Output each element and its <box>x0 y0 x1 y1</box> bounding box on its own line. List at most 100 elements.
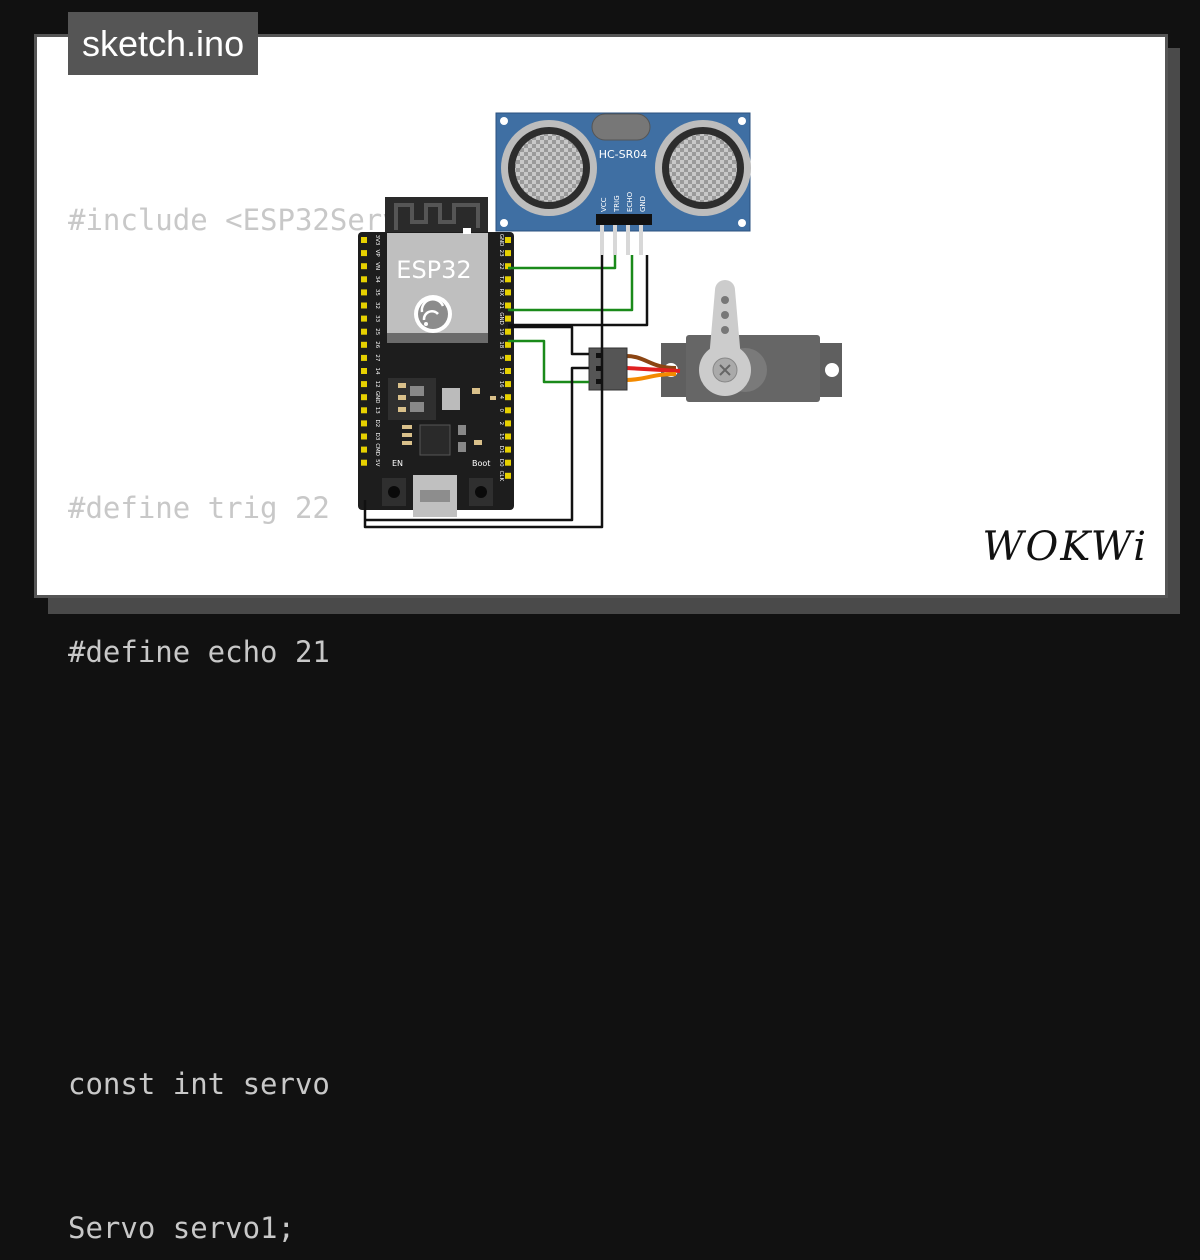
pin-label: D3 <box>374 433 380 441</box>
pin-label: 18 <box>498 341 504 348</box>
code-line <box>68 772 470 820</box>
header-pin[interactable] <box>505 289 511 296</box>
pin-label: GND <box>498 234 504 247</box>
header-pin[interactable] <box>505 341 511 348</box>
pin-label: 3V3 <box>374 235 380 246</box>
header-pin[interactable] <box>361 420 367 427</box>
header-pin[interactable] <box>505 433 511 440</box>
header-pin[interactable] <box>505 263 511 270</box>
wire-echo <box>508 255 634 312</box>
pin-label: 26 <box>374 341 380 348</box>
header-pin[interactable] <box>361 341 367 348</box>
header-pin[interactable] <box>361 250 367 257</box>
pin-label: 25 <box>374 328 380 335</box>
header-pin[interactable] <box>361 289 367 296</box>
pin-label: 13 <box>374 407 380 414</box>
header-pin[interactable] <box>505 315 511 322</box>
pin-label: 14 <box>374 368 380 375</box>
code-line: const int servo <box>68 1067 330 1101</box>
pin-label: D1 <box>498 446 504 454</box>
sensor-pin-label: ECHO <box>626 191 634 212</box>
esp32-label: ESP32 <box>396 256 471 284</box>
header-pin[interactable] <box>505 459 511 466</box>
pin-header-right <box>505 237 511 479</box>
sensor-label: HC-SR04 <box>599 148 648 161</box>
header-pin[interactable] <box>505 328 511 335</box>
header-pin[interactable] <box>505 394 511 401</box>
pin-label: 5V <box>374 459 380 466</box>
pin-label: TX <box>498 275 504 283</box>
header-pin[interactable] <box>505 237 511 243</box>
code-line: Servo servo1; <box>68 1211 295 1245</box>
header-pin[interactable] <box>505 276 511 283</box>
en-button[interactable] <box>382 478 406 506</box>
ultrasonic-transducer-right <box>655 120 751 216</box>
header-pin[interactable] <box>361 394 367 401</box>
header-pin[interactable] <box>505 472 511 479</box>
pin-label: 33 <box>374 315 380 322</box>
pin-label: 15 <box>498 433 504 440</box>
pin-header-left <box>361 237 367 466</box>
wire-sensor-gnd <box>508 255 649 327</box>
servo-motor[interactable] <box>661 280 842 402</box>
header-pin[interactable] <box>361 354 367 361</box>
pin-label: D0 <box>498 459 504 467</box>
header-pin[interactable] <box>361 302 367 309</box>
header-pin[interactable] <box>361 407 367 414</box>
pin-label: 27 <box>374 354 380 361</box>
header-pin[interactable] <box>505 302 511 309</box>
header-pin[interactable] <box>505 407 511 414</box>
pin-label: GND <box>374 391 380 404</box>
espressif-logo-icon <box>414 295 452 333</box>
pin-label: CMD <box>374 443 380 456</box>
wire-sensor-vcc <box>363 255 604 529</box>
usb-port <box>413 475 457 517</box>
header-pin[interactable] <box>361 381 367 388</box>
header-pin[interactable] <box>361 276 367 283</box>
code-line: #define trig 22 <box>68 491 330 525</box>
header-pin[interactable] <box>361 459 367 466</box>
hcsr04-sensor[interactable]: HC-SR04 VCC TRIG ECHO GND <box>495 112 751 255</box>
esp32-board[interactable]: ESP32 3V3VPVN343532332526271412GND13D2D3… <box>358 197 514 517</box>
header-pin[interactable] <box>505 368 511 374</box>
header-pin[interactable] <box>361 263 367 270</box>
pin-label: 32 <box>374 302 380 309</box>
pin-label: 35 <box>374 289 380 296</box>
pin-label: VN <box>374 262 380 270</box>
sensor-pin-label: VCC <box>600 197 608 212</box>
file-tab[interactable]: sketch.ino <box>68 12 259 75</box>
header-pin[interactable] <box>505 420 511 427</box>
servo-horn[interactable] <box>699 280 751 396</box>
pin-label: 12 <box>374 381 380 388</box>
pin-label: 22 <box>498 263 504 270</box>
pin-label: CLK <box>498 471 504 482</box>
header-pin[interactable] <box>505 381 511 388</box>
header-pin[interactable] <box>361 328 367 335</box>
header-pin[interactable] <box>361 237 367 243</box>
ultrasonic-transducer-left <box>501 120 597 216</box>
pin-label: VP <box>374 250 380 258</box>
header-pin[interactable] <box>361 368 367 374</box>
boot-button[interactable] <box>469 478 493 506</box>
header-pin[interactable] <box>361 315 367 322</box>
header-pin[interactable] <box>505 250 511 257</box>
pin-label: 23 <box>498 250 504 257</box>
wire-servo-vcc <box>365 366 589 522</box>
header-pin[interactable] <box>361 433 367 440</box>
wokwi-logo: WOKWi <box>982 524 1148 570</box>
sensor-pin-label: GND <box>639 196 647 212</box>
wire-trig <box>508 255 617 270</box>
pin-label: D2 <box>374 420 380 428</box>
pin-label: 34 <box>374 276 380 283</box>
header-pin[interactable] <box>361 446 367 453</box>
header-pin[interactable] <box>505 446 511 453</box>
servo-connector <box>588 347 628 391</box>
pin-label: 5 <box>498 356 504 360</box>
code-line <box>68 916 470 964</box>
header-pin[interactable] <box>505 354 511 361</box>
pin-label: 4 <box>498 395 504 399</box>
servo-cable <box>625 354 681 382</box>
en-button-label: EN <box>392 459 403 468</box>
pin-label: 2 <box>498 422 504 426</box>
